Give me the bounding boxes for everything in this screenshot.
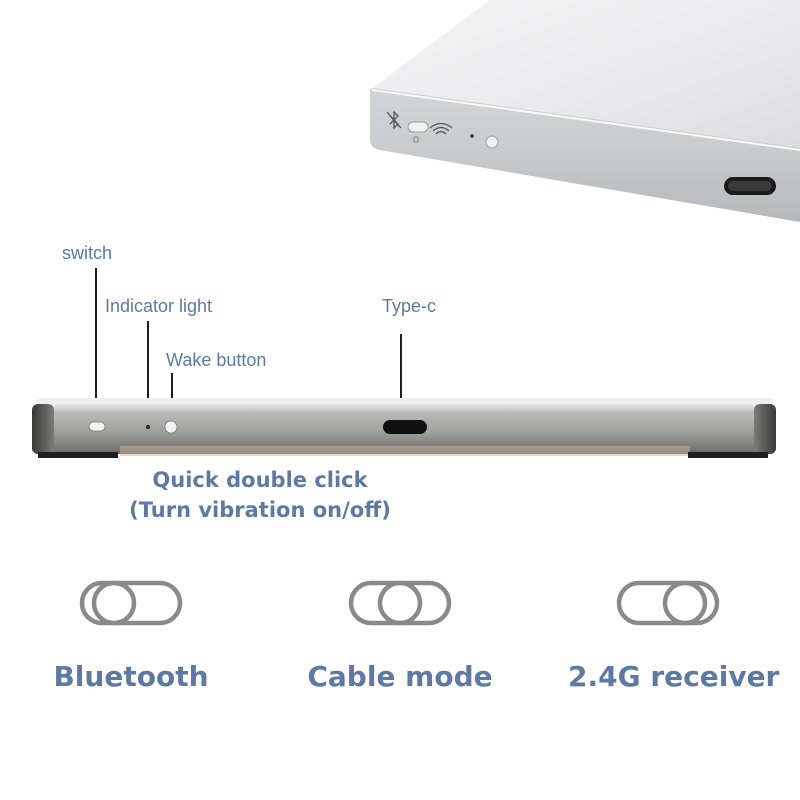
switch-knob-right-icon bbox=[616, 580, 720, 626]
mode-label-cable: Cable mode bbox=[307, 660, 493, 693]
type-c-label: Type-c bbox=[382, 296, 437, 316]
switch-knob-left-icon bbox=[79, 580, 183, 626]
mode-cable: Cable mode bbox=[300, 578, 500, 708]
bluetooth-muted-icon bbox=[386, 110, 402, 130]
wake-note-line1: Quick double click bbox=[152, 468, 368, 492]
wake-note-line2: (Turn vibration on/off) bbox=[129, 498, 391, 522]
mode-label-receiver: 2.4G receiver bbox=[568, 660, 780, 693]
switch-label: switch bbox=[62, 243, 113, 263]
indicator-leader-line bbox=[147, 321, 149, 418]
wake-button-label: Wake button bbox=[166, 350, 267, 370]
switch-knob-center-icon bbox=[348, 580, 452, 626]
indicator-light-label: Indicator light bbox=[105, 296, 213, 316]
wireless-signal-icon bbox=[429, 122, 453, 135]
switch-leader-line bbox=[95, 268, 97, 418]
mode-receiver: 2.4G receiver bbox=[568, 578, 780, 708]
wake-leader-line bbox=[171, 373, 173, 421]
device-corner-view bbox=[370, 0, 800, 222]
device-side-view bbox=[32, 398, 776, 458]
mode-bluetooth: Bluetooth bbox=[31, 578, 231, 708]
mode-label-bluetooth: Bluetooth bbox=[53, 660, 209, 693]
type-c-leader-line bbox=[400, 334, 402, 420]
